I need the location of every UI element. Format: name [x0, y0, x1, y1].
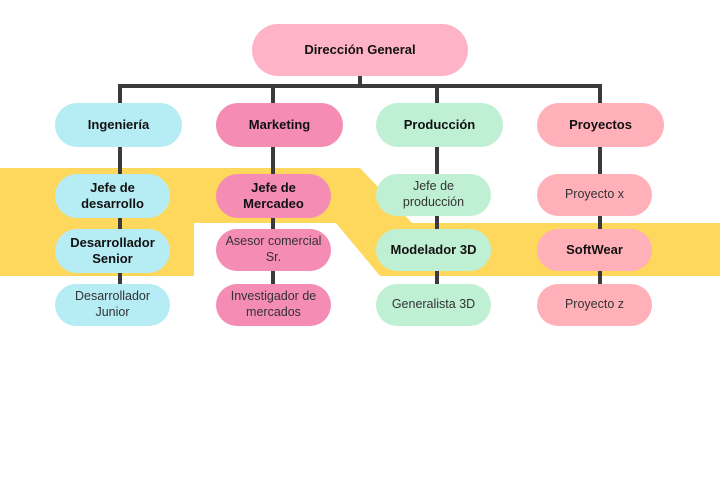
node-proyectos: Proyectos: [537, 103, 664, 147]
connector-to-marketing: [271, 84, 275, 104]
node-desarrollador-senior: Desarrollador Senior: [55, 229, 170, 273]
connector-horizontal-bar: [118, 84, 602, 88]
node-produccion: Producción: [376, 103, 503, 147]
node-desarrollador-junior: Desarrollador Junior: [55, 284, 170, 326]
node-modelador-3d: Modelador 3D: [376, 229, 491, 271]
connector-root-down: [358, 76, 362, 86]
node-investigador-de-mercados: Investigador de mercados: [216, 284, 331, 326]
connector-to-ingenieria: [118, 84, 122, 104]
node-proyecto-x: Proyecto x: [537, 174, 652, 216]
node-direccion-general: Dirección General: [252, 24, 468, 76]
node-proyecto-z: Proyecto z: [537, 284, 652, 326]
node-marketing: Marketing: [216, 103, 343, 147]
node-asesor-comercial: Asesor comercial Sr.: [216, 229, 331, 271]
connector-to-produccion: [435, 84, 439, 104]
node-softwear: SoftWear: [537, 229, 652, 271]
node-jefe-de-mercadeo: Jefe de Mercadeo: [216, 174, 331, 218]
node-jefe-de-produccion: Jefe de producción: [376, 174, 491, 216]
node-generalista-3d: Generalista 3D: [376, 284, 491, 326]
node-jefe-de-desarrollo: Jefe de desarrollo: [55, 174, 170, 218]
connector-to-proyectos: [598, 84, 602, 104]
node-ingenieria: Ingeniería: [55, 103, 182, 147]
